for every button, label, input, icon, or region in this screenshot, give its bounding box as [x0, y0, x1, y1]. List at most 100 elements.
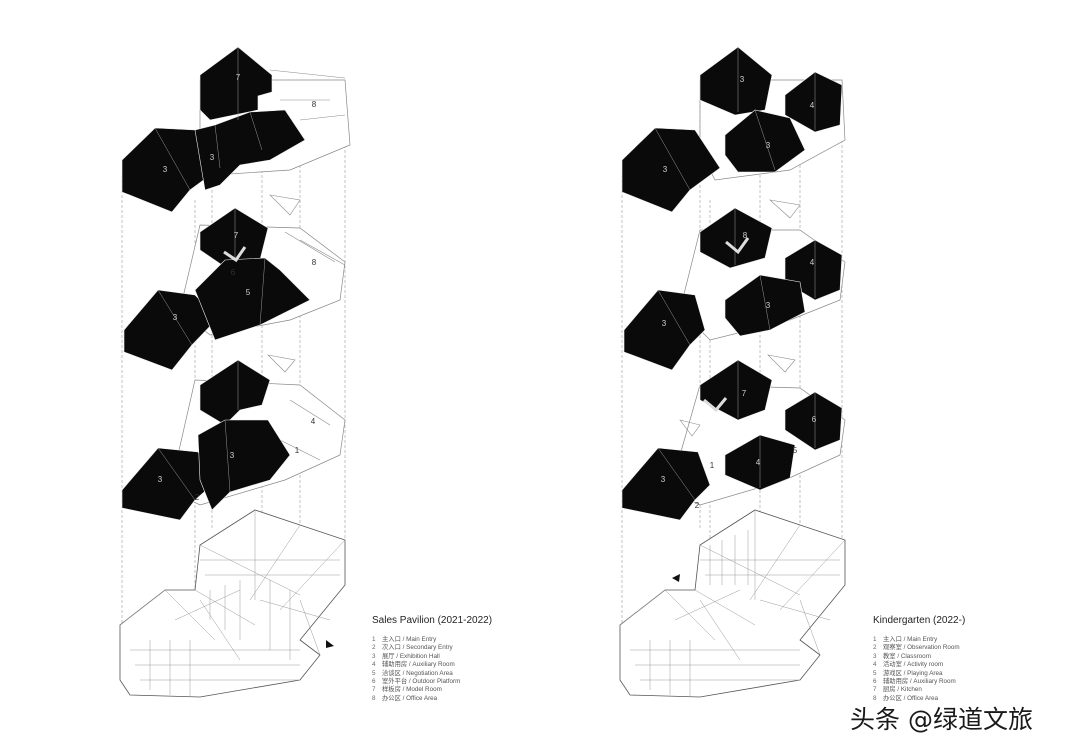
kindergarten-diagram: 3 4 3 3 8 4 3 3	[619, 46, 846, 698]
mass-7-top	[199, 46, 273, 121]
label-mid-5: 5	[246, 288, 251, 297]
legend-item-label: 样板房 / Model Room	[382, 686, 442, 694]
legend-item-number: 8	[873, 694, 877, 702]
kg-mass-3-mid-a	[724, 274, 806, 337]
label-bot-4: 4	[311, 417, 316, 426]
legend-item-number: 1	[873, 636, 877, 643]
kg-mass-3-mid-b	[623, 289, 706, 371]
label-bot-3: 3	[230, 451, 235, 460]
label-bot-1: 1	[295, 446, 300, 455]
legend-item-label: 活动室 / Activity room	[883, 661, 944, 669]
kg-label-mid-3: 3	[766, 301, 771, 310]
kg-level-middle: 8 4 3 3	[623, 199, 846, 371]
legend-item-label: 室外平台 / Outdoor Platform	[382, 678, 461, 686]
mass-3-bot-a	[199, 359, 271, 426]
legend-item: 5 洽谈区 / Negotiation Area	[372, 670, 492, 678]
label-mid-8: 8	[312, 258, 317, 267]
legend-item-number: 6	[873, 678, 877, 686]
mass-5-mid	[194, 257, 311, 341]
level-top: 7 3 3 8	[121, 46, 351, 213]
kg-label-bot-6: 6	[812, 415, 817, 424]
legend-item-number: 5	[873, 669, 877, 677]
kg-label-mid-3b: 3	[662, 319, 667, 328]
legend-item-number: 8	[372, 694, 376, 702]
legend-item-label: 办公区 / Office Area	[883, 694, 939, 702]
watermark: 头条 @绿道文旅	[850, 705, 1033, 734]
kg-mass-3-top-c	[621, 127, 721, 213]
legend-item: 3 教室 / Classroom	[873, 653, 965, 661]
legend-item: 6 室外平台 / Outdoor Platform	[372, 678, 492, 686]
legend-item: 3 展厅 / Exhibition Hall	[372, 653, 492, 661]
north-arrow	[326, 640, 334, 648]
legend-item-number: 6	[372, 678, 376, 686]
kg-label-top-3: 3	[740, 75, 745, 84]
mass-3-mid	[123, 289, 219, 371]
legend-item: 8 办公区 / Office Area	[873, 695, 965, 703]
kg-level-bottom: 7 6 4 5 3 1 2	[621, 354, 846, 521]
legend-item-number: 1	[372, 636, 376, 643]
kg-label-top-4: 4	[810, 101, 815, 110]
kg-label-mid-8: 8	[743, 231, 748, 240]
legend-item-label: 游戏区 / Playing Area	[883, 669, 943, 677]
kg-mass-3-top-a	[699, 46, 773, 116]
kg-label-top-3c: 3	[663, 165, 668, 174]
legend-item: 6 辅助用房 / Auxiliary Room	[873, 678, 965, 686]
kg-level-top: 3 4 3 3	[621, 46, 846, 213]
legend-item-number: 3	[372, 652, 376, 660]
legend-item-label: 办公区 / Office Area	[382, 694, 438, 702]
label-top-3b: 3	[210, 153, 215, 162]
label-bot-3b: 3	[158, 475, 163, 484]
legend-item-number: 3	[873, 652, 877, 660]
legend-item: 5 游戏区 / Playing Area	[873, 670, 965, 678]
kg-mass-3-top-b	[724, 109, 806, 173]
legend-item-number: 7	[372, 686, 376, 694]
legend-item: 7 厨房 / Kitchen	[873, 686, 965, 694]
legend-item-label: 展厅 / Exhibition Hall	[382, 652, 440, 660]
label-top-8: 8	[312, 100, 317, 109]
mass-3-bot-c	[197, 419, 291, 511]
mass-3-top-b	[194, 109, 306, 191]
legend-item-label: 主入口 / Main Entry	[883, 636, 938, 643]
kg-label-bot-7: 7	[742, 389, 747, 398]
legend-item-number: 4	[873, 661, 877, 669]
legend-item: 1 主入口 / Main Entry	[873, 636, 965, 644]
legend-item-number: 7	[873, 686, 877, 694]
legend-item-number: 2	[372, 644, 376, 652]
legend-item-label: 教室 / Classroom	[883, 652, 931, 660]
label-top-3a: 3	[163, 165, 168, 174]
level-middle: 7 6 8 5 3	[123, 194, 346, 371]
legend-item-number: 4	[372, 661, 376, 669]
building-shell	[119, 509, 346, 698]
legend-item-label: 主入口 / Main Entry	[382, 636, 437, 643]
legend-item-number: 5	[372, 669, 376, 677]
legend-item-label: 辅助用房 / Auxiliary Room	[382, 661, 455, 669]
legend-item: 4 辅助用房 / Auxiliary Room	[372, 661, 492, 669]
sales-pavilion-legend: Sales Pavilion (2021-2022) 1 主入口 / Main E…	[372, 615, 492, 703]
kg-label-bot-3: 3	[661, 475, 666, 484]
legend-item-label: 辅助用房 / Auxiliary Room	[883, 678, 956, 686]
kg-building-shell	[619, 509, 846, 698]
kindergarten-title: Kindergarten (2022-)	[873, 615, 966, 626]
label-bot-2: 2	[195, 493, 200, 502]
label-mid-7: 7	[234, 231, 239, 240]
legend-item: 1 主入口 / Main Entry	[372, 636, 492, 644]
kg-label-bot-4: 4	[756, 458, 761, 467]
legend-item-label: 厨房 / Kitchen	[883, 686, 922, 694]
label-top-7: 7	[236, 73, 241, 82]
kg-label-bot-1: 1	[710, 461, 715, 470]
kg-north-arrow	[672, 574, 680, 582]
sales-pavilion-title: Sales Pavilion (2021-2022)	[372, 615, 493, 626]
kg-label-bot-5: 5	[793, 446, 798, 455]
legend-item: 8 办公区 / Office Area	[372, 695, 492, 703]
label-mid-6: 6	[231, 268, 236, 277]
legend-item: 4 活动室 / Activity room	[873, 661, 965, 669]
kg-label-bot-2: 2	[695, 501, 700, 510]
legend-item-label: 洽谈区 / Negotiation Area	[382, 669, 453, 677]
kg-label-top-3b: 3	[766, 141, 771, 150]
legend-item-number: 2	[873, 644, 877, 652]
